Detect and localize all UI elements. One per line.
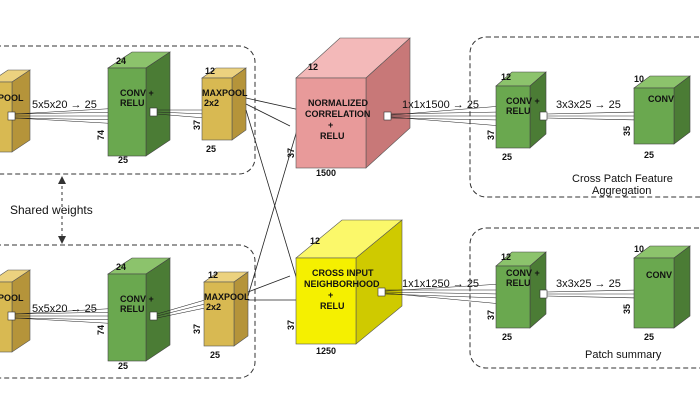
bottom-right-fan1 <box>384 283 503 305</box>
tr-conv2-label1: CONV <box>648 94 674 104</box>
top-conv-depth: 24 <box>116 56 126 66</box>
bottom-right-op1: 1x1x1250 → 25 <box>402 278 479 290</box>
cross-label3: + <box>328 290 333 300</box>
bottom-maxpool-label2: 2x2 <box>206 302 221 312</box>
top-maxpool-depth: 12 <box>205 66 215 76</box>
tr-conv1-label1: CONV + <box>506 96 540 106</box>
top-right-op1: 1x1x1500 → 25 <box>402 99 479 111</box>
tr-conv1-height: 37 <box>486 130 496 140</box>
br-conv1-width: 25 <box>502 332 512 342</box>
cross-label1: CROSS INPUT <box>312 268 374 278</box>
bottom-conv-width: 25 <box>118 361 128 371</box>
bottom-conv-fan <box>156 299 206 319</box>
norm-label4: RELU <box>320 131 345 141</box>
cross-width: 1250 <box>316 346 336 356</box>
tr-conv2-width: 25 <box>644 150 654 160</box>
bottom-pool-block: POOL <box>0 269 31 353</box>
top-conv-label1: CONV + <box>120 88 154 98</box>
top-conv-block: CONV + RELU 24 74 25 <box>96 51 171 165</box>
bottom-fan-lines <box>14 307 123 325</box>
top-maxpool-width: 25 <box>206 144 216 154</box>
br-conv1-label2: RELU <box>506 278 531 288</box>
top-maxpool-block: MAXPOOL 2x2 12 37 25 <box>192 66 248 154</box>
bottom-right-group <box>469 227 700 369</box>
top-maxpool-label1: MAXPOOL <box>202 88 248 98</box>
top-conv-fan <box>156 109 206 119</box>
top-pool-label: POOL <box>0 93 24 103</box>
bottom-right-op2: 3x3x25 → 25 <box>556 278 621 290</box>
cross-label4: RELU <box>320 301 345 311</box>
tr-conv1-width: 25 <box>502 152 512 162</box>
normalized-correlation-block: NORMALIZED CORRELATION + RELU 12 37 1500 <box>286 37 411 178</box>
cross-label2: NEIGHBORHOOD <box>304 279 380 289</box>
top-maxpool-label2: 2x2 <box>204 98 219 108</box>
br-conv1-label1: CONV + <box>506 268 540 278</box>
top-right-fan2 <box>546 111 641 121</box>
cross-depth: 12 <box>310 236 320 246</box>
tr-conv2-height: 35 <box>622 126 632 136</box>
bottom-conv-height: 74 <box>96 325 106 335</box>
bottom-maxpool-label1: MAXPOOL <box>204 292 250 302</box>
bottom-right-caption1: Patch summary <box>585 349 662 361</box>
norm-depth: 12 <box>308 62 318 72</box>
br-conv2-width: 25 <box>644 332 654 342</box>
bottom-maxpool-block: MAXPOOL 2x2 12 37 25 <box>192 270 250 360</box>
top-conv-width: 25 <box>118 155 128 165</box>
norm-width: 1500 <box>316 168 336 178</box>
norm-height: 37 <box>286 148 296 158</box>
norm-label3: + <box>328 120 333 130</box>
top-right-op2: 3x3x25 → 25 <box>556 99 621 111</box>
bottom-conv-block: CONV + RELU 24 74 25 <box>96 257 171 371</box>
norm-label2: CORRELATION <box>305 109 370 119</box>
br-conv2-depth: 10 <box>634 244 644 254</box>
tr-conv1-label2: RELU <box>506 106 531 116</box>
top-right-caption2: Aggregation <box>592 185 651 197</box>
br-conv2-label1: CONV <box>646 270 672 280</box>
bottom-maxpool-depth: 12 <box>208 270 218 280</box>
top-fan-lines <box>14 107 123 125</box>
top-right-conv1-block: CONV + RELU 12 37 25 <box>486 71 548 162</box>
tr-conv1-depth: 12 <box>501 72 511 82</box>
top-maxpool-height: 37 <box>192 120 202 130</box>
tr-conv2-depth: 10 <box>634 74 644 84</box>
top-op1: 5x5x20 → 25 <box>32 99 97 111</box>
top-right-caption1: Cross Patch Feature <box>572 173 673 185</box>
cross-connections <box>245 97 301 301</box>
bottom-maxpool-height: 37 <box>192 324 202 334</box>
shared-weights-label: Shared weights <box>10 203 93 217</box>
top-conv-label2: RELU <box>120 98 145 108</box>
bottom-right-conv2-block: CONV 10 35 25 <box>622 244 691 342</box>
top-right-conv2-block: CONV 10 35 25 <box>622 74 691 160</box>
br-conv2-height: 35 <box>622 304 632 314</box>
bottom-conv-depth: 24 <box>116 262 126 272</box>
bottom-maxpool-width: 25 <box>210 350 220 360</box>
top-right-group <box>469 36 700 198</box>
top-pool-block: POOL <box>0 69 31 153</box>
bottom-conv-label2: RELU <box>120 304 145 314</box>
bottom-branch-group <box>0 244 256 379</box>
bottom-conv-label1: CONV + <box>120 294 154 304</box>
norm-label1: NORMALIZED <box>308 98 368 108</box>
br-conv1-height: 37 <box>486 310 496 320</box>
bottom-right-conv1-block: CONV + RELU 12 37 25 <box>486 251 548 342</box>
bottom-pool-label: POOL <box>0 293 24 303</box>
top-branch-group <box>0 45 256 175</box>
top-right-fan1 <box>390 105 503 127</box>
cross-input-block: CROSS INPUT NEIGHBORHOOD + RELU 12 37 12… <box>286 219 403 356</box>
br-conv1-depth: 12 <box>501 252 511 262</box>
top-conv-height: 74 <box>96 130 106 140</box>
bottom-right-fan2 <box>546 289 641 299</box>
cross-height: 37 <box>286 320 296 330</box>
